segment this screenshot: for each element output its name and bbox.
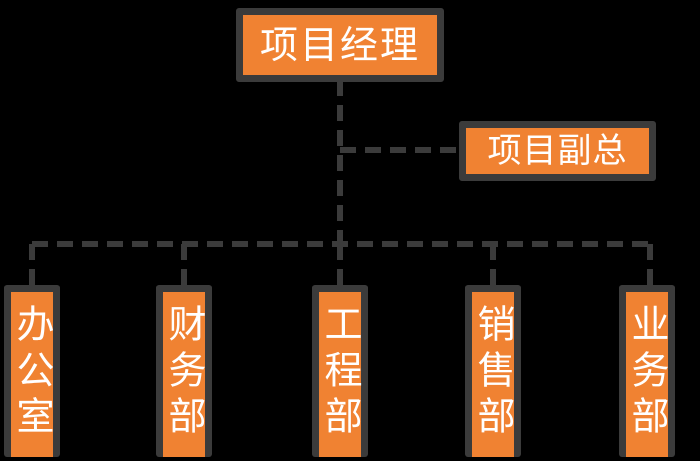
dept-node-sales: 销售部 xyxy=(465,285,521,457)
dept-label-engineering: 工程部 xyxy=(318,304,362,442)
dept-label-office: 办公室 xyxy=(10,304,54,442)
dept-label-business: 业务部 xyxy=(625,304,669,442)
root-node-project-manager: 项目经理 xyxy=(236,8,444,82)
dept-label-sales: 销售部 xyxy=(471,304,515,442)
dept-label-finance: 财务部 xyxy=(162,304,206,442)
deputy-node-label: 项目副总 xyxy=(487,131,628,171)
dept-node-finance: 财务部 xyxy=(156,285,212,457)
root-node-label: 项目经理 xyxy=(259,23,420,67)
deputy-node: 项目副总 xyxy=(459,121,656,181)
dept-node-business: 业务部 xyxy=(619,285,675,457)
dept-node-engineering: 工程部 xyxy=(312,285,368,457)
dept-node-office: 办公室 xyxy=(4,285,60,457)
